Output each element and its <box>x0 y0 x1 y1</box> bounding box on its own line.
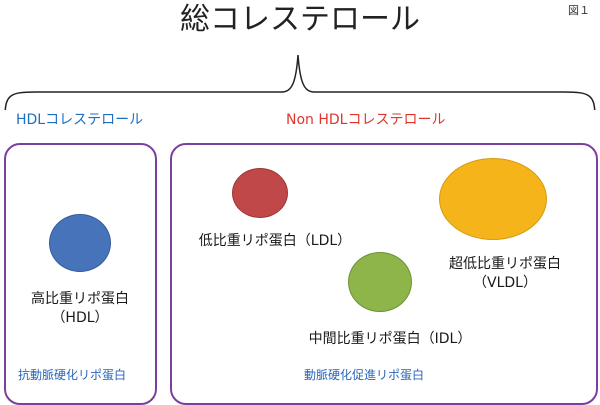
idl-particle-circle <box>348 252 412 312</box>
atherogenic-caption: 動脈硬化促進リポ蛋白 <box>304 368 425 382</box>
vldl-particle-label: 超低比重リポ蛋白 （VLDL） <box>420 255 590 293</box>
hdl-cholesterol-label: HDLコレステロール <box>16 112 144 128</box>
hdl-particle-name: 高比重リポ蛋白 <box>31 291 129 307</box>
non-hdl-cholesterol-label: Non HDLコレステロール <box>286 112 446 128</box>
anti-atherogenic-caption: 抗動脈硬化リポ蛋白 <box>18 368 127 382</box>
hdl-particle-abbr: （HDL） <box>51 310 109 326</box>
hdl-particle-circle <box>49 214 111 272</box>
grouping-brace <box>4 54 596 110</box>
figure-label: 図１ <box>568 4 590 17</box>
diagram-title: 総コレステロール <box>180 2 420 37</box>
vldl-particle-circle <box>439 158 547 240</box>
hdl-particle-label: 高比重リポ蛋白 （HDL） <box>10 290 150 328</box>
idl-particle-label: 中間比重リポ蛋白（IDL） <box>308 331 472 347</box>
vldl-particle-name: 超低比重リポ蛋白 <box>449 256 561 272</box>
ldl-particle-circle <box>232 168 288 218</box>
ldl-particle-label: 低比重リポ蛋白（LDL） <box>198 233 352 249</box>
vldl-particle-abbr: （VLDL） <box>473 275 537 291</box>
